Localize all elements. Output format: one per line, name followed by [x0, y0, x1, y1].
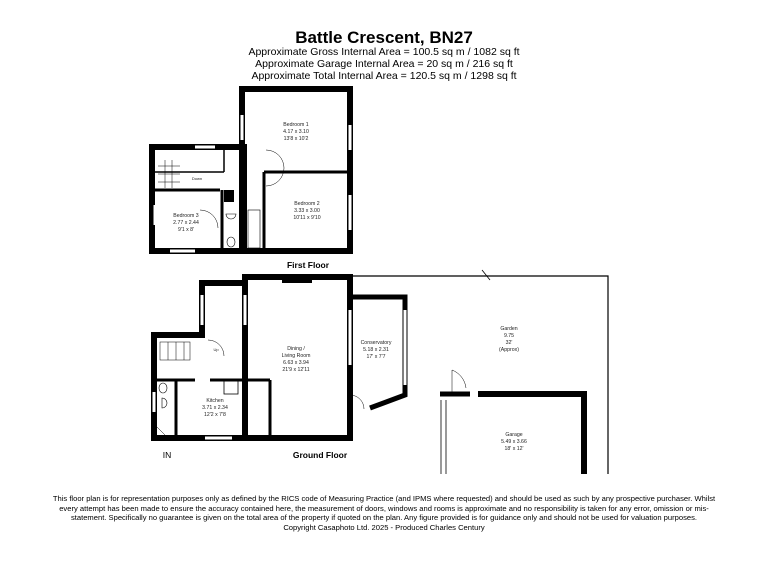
basin-icon — [225, 213, 237, 220]
first-floor-label: First Floor — [287, 260, 330, 270]
room-name: Conservatory — [361, 340, 392, 346]
stairs-label: Up — [213, 347, 219, 352]
room-name: Bedroom 3 — [173, 213, 198, 219]
room-dims-imperial: 17' x 7'7 — [367, 354, 386, 360]
room-dims-imperial: 10'11 x 9'10 — [293, 215, 320, 221]
toilet-icon — [226, 236, 236, 248]
room-name: Bedroom 1 — [283, 122, 308, 128]
room-name: Garden — [500, 326, 517, 332]
room-dims-imperial: 18' x 12' — [505, 446, 524, 452]
room-dims-metric: 6.63 x 3.94 — [283, 360, 309, 366]
room-dims-metric: 4.17 x 3.10 — [283, 129, 309, 135]
hob-icon — [223, 379, 239, 395]
first-floor-plan — [149, 86, 353, 254]
entrance-label: IN — [163, 450, 172, 460]
room-dims-metric: 5.18 x 2.31 — [363, 347, 389, 353]
garage-area: Approximate Garage Internal Area = 20 sq… — [255, 58, 513, 70]
rear-wall — [151, 280, 245, 441]
disclaimer-footer: This floor plan is for representation pu… — [50, 494, 718, 532]
room-dims-imperial: 32' — [506, 340, 513, 346]
room-dims-metric: 2.77 x 2.44 — [173, 220, 199, 226]
upper-outer-wall — [239, 86, 353, 254]
room-note: (Approx) — [499, 347, 519, 353]
room-dims-metric: 5.49 x 3.66 — [501, 439, 527, 445]
copyright-text: Copyright Casaphoto Ltd. 2025 - Produced… — [283, 522, 485, 532]
room-dims-metric: 9.75 — [504, 333, 514, 339]
room-dims-imperial: 21'9 x 12'11 — [282, 367, 309, 373]
gross-area: Approximate Gross Internal Area = 100.5 … — [248, 46, 520, 58]
disclaimer-text: This floor plan is for representation pu… — [52, 494, 716, 523]
room-name: Kitchen — [206, 398, 223, 404]
stairs-icon — [159, 341, 191, 361]
room-name: Garage — [505, 432, 522, 438]
basin-icon — [161, 397, 168, 409]
stairs-label: Down — [192, 176, 202, 181]
room-dims-metric: 3.33 x 3.00 — [294, 208, 320, 214]
garage-wall — [478, 391, 587, 474]
room-dims-imperial: 12'2 x 7'8 — [204, 412, 226, 418]
bath-icon — [247, 209, 261, 249]
ground-floor-plan — [151, 269, 609, 474]
room-name: Living Room — [282, 353, 311, 359]
stairs-icon — [158, 160, 180, 188]
ground-floor-label: Ground Floor — [293, 450, 348, 460]
total-area: Approximate Total Internal Area = 120.5 … — [251, 70, 517, 82]
plan-title: Battle Crescent, BN27 — [295, 28, 473, 47]
room-dims-imperial: 9'1 x 8' — [178, 227, 194, 233]
toilet-icon — [158, 382, 168, 394]
room-name: Bedroom 2 — [294, 201, 319, 207]
room-dims-imperial: 13'8 x 10'2 — [284, 136, 309, 142]
room-name: Dining / — [287, 346, 305, 352]
room-dims-metric: 3.71 x 2.34 — [202, 405, 228, 411]
garden-boundary — [350, 275, 609, 474]
